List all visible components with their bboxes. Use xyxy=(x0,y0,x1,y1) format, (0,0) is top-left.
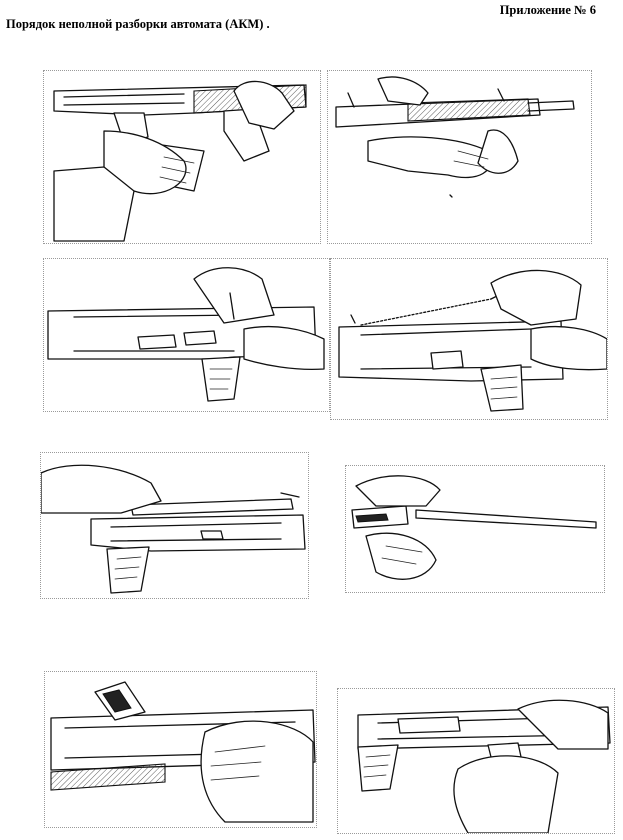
document-title: Порядок неполной разборки автомата (АКМ)… xyxy=(6,17,270,31)
step-8-illustration xyxy=(337,688,615,834)
step-3-illustration xyxy=(43,258,330,412)
step-6-illustration xyxy=(345,465,605,593)
step-5-illustration xyxy=(40,452,309,599)
step-1-illustration xyxy=(43,70,321,244)
step-4-illustration xyxy=(330,258,608,420)
step-2-illustration xyxy=(327,70,592,244)
appendix-label: Приложение № 6 xyxy=(499,3,596,17)
step-7-illustration xyxy=(44,671,317,828)
